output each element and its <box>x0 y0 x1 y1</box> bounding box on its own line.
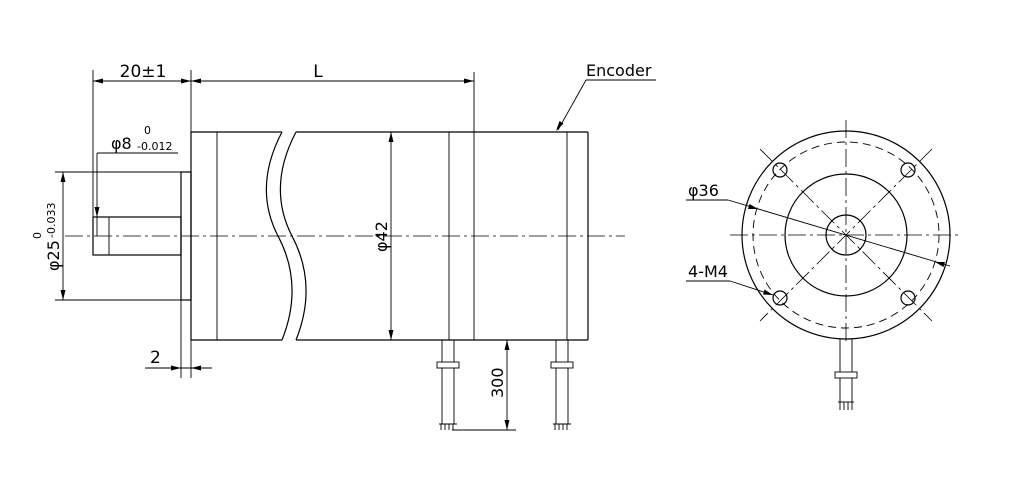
dim-body-dia: φ42 <box>372 132 394 340</box>
front-view: φ36 4-M4 <box>686 120 962 410</box>
mounting-holes <box>772 162 916 306</box>
dim-shaft-length-label: 20±1 <box>120 62 167 82</box>
dim-flange-thickness: 2 <box>145 300 212 378</box>
flange-thickness-label: 2 <box>150 348 161 368</box>
dim-pilot-dia: φ25 0 -0.033 <box>31 171 181 301</box>
dim-shaft-length: 20±1 <box>92 62 192 217</box>
body-dia-label: φ42 <box>372 221 391 252</box>
shaft-tol-lower: -0.012 <box>137 140 172 153</box>
front-cable <box>834 339 858 410</box>
lead-length-label: 300 <box>488 367 507 398</box>
pilot-dia-label: φ25 <box>44 240 63 271</box>
dim-body-length: L <box>191 62 475 132</box>
bolt-circle-label: φ36 <box>688 181 719 200</box>
pilot-tol-lower: -0.033 <box>45 203 58 238</box>
pilot-tol-upper: 0 <box>31 232 44 239</box>
lead-wires <box>436 340 574 430</box>
holes-callout: 4-M4 <box>686 262 774 296</box>
shaft-tol-upper: 0 <box>144 124 151 137</box>
encoder-label: Encoder <box>586 61 652 80</box>
shaft-dia-label: φ8 <box>111 134 132 153</box>
dim-body-length-label: L <box>313 62 323 82</box>
bolt-circle-callout: φ36 <box>686 181 951 267</box>
dim-shaft-dia: φ8 0 -0.012 <box>94 124 178 236</box>
encoder-callout: Encoder <box>556 61 656 131</box>
dim-lead-length: 300 <box>452 339 516 431</box>
holes-label: 4-M4 <box>688 262 728 281</box>
side-view: 20±1 L Encoder φ8 0 -0.012 <box>31 61 656 431</box>
